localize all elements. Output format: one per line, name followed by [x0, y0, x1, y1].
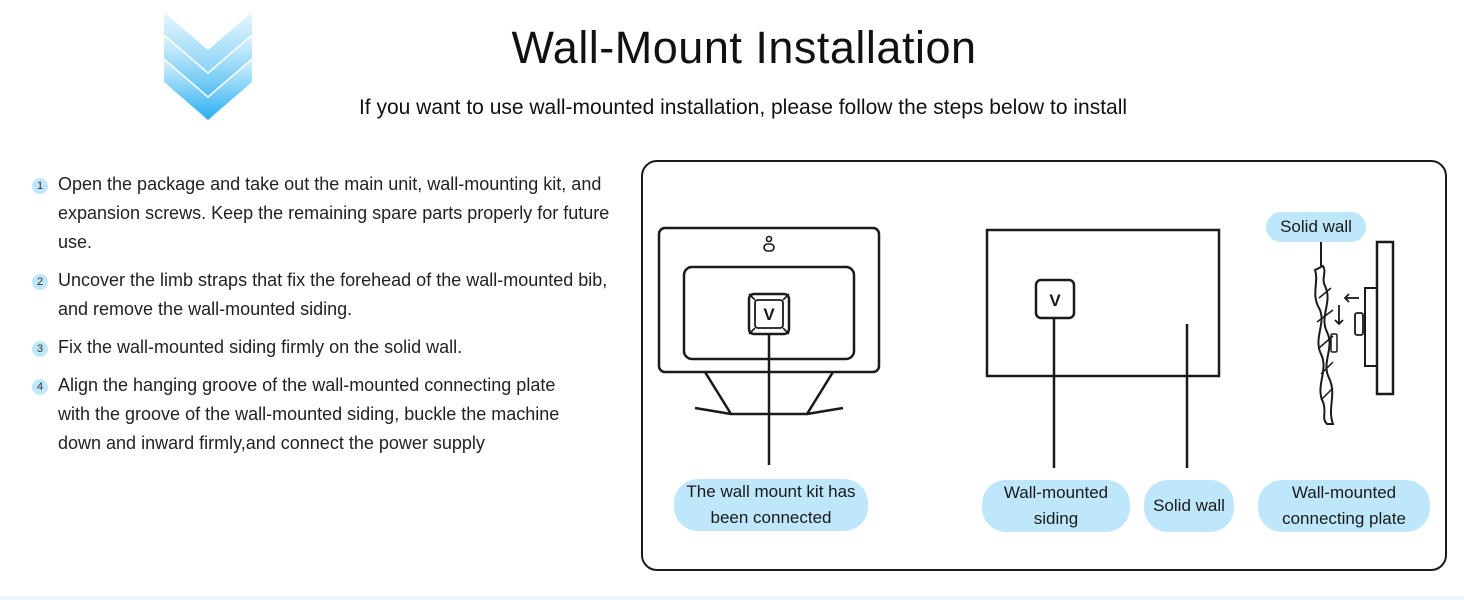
step-text: Uncover the limb straps that fix the for…: [58, 270, 608, 319]
device-logo: V: [1049, 291, 1061, 310]
label-kit-connected: The wall mount kit has been connected: [674, 479, 868, 531]
page-subtitle: If you want to use wall-mounted installa…: [358, 96, 1128, 119]
bottom-strip: [0, 596, 1464, 600]
installation-diagram: V V: [657, 226, 1395, 468]
monitor-illustration: [657, 226, 881, 465]
side-profile-illustration: [1313, 238, 1395, 425]
label-solid-wall-top: Solid wall: [1266, 212, 1366, 242]
list-item: 2 Uncover the limb straps that fix the f…: [32, 266, 622, 324]
label-solid-wall: Solid wall: [1144, 480, 1234, 532]
step-number-badge: 4: [32, 379, 48, 395]
page-title: Wall-Mount Installation: [511, 22, 977, 73]
list-item: 1 Open the package and take out the main…: [32, 170, 622, 257]
step-list: 1 Open the package and take out the main…: [32, 170, 622, 467]
step-number-badge: 3: [32, 341, 48, 357]
list-item: 4 Align the hanging groove of the wall-m…: [32, 371, 578, 458]
step-text: Open the package and take out the main u…: [58, 174, 610, 252]
label-siding: Wall-mounted siding: [982, 480, 1130, 532]
chevron-down-icon: [164, 12, 252, 120]
step-number-badge: 1: [32, 178, 48, 194]
device-logo: V: [763, 305, 775, 324]
list-item: 3 Fix the wall-mounted siding firmly on …: [32, 333, 622, 362]
label-connecting-plate: Wall-mounted connecting plate: [1258, 480, 1430, 532]
wall-siding-illustration: [985, 228, 1221, 468]
step-text: Align the hanging groove of the wall-mou…: [58, 375, 560, 453]
diagram-panel: V V The wall mount kit has been connecte…: [641, 160, 1447, 571]
step-number-badge: 2: [32, 274, 48, 290]
step-text: Fix the wall-mounted siding firmly on th…: [58, 337, 463, 357]
